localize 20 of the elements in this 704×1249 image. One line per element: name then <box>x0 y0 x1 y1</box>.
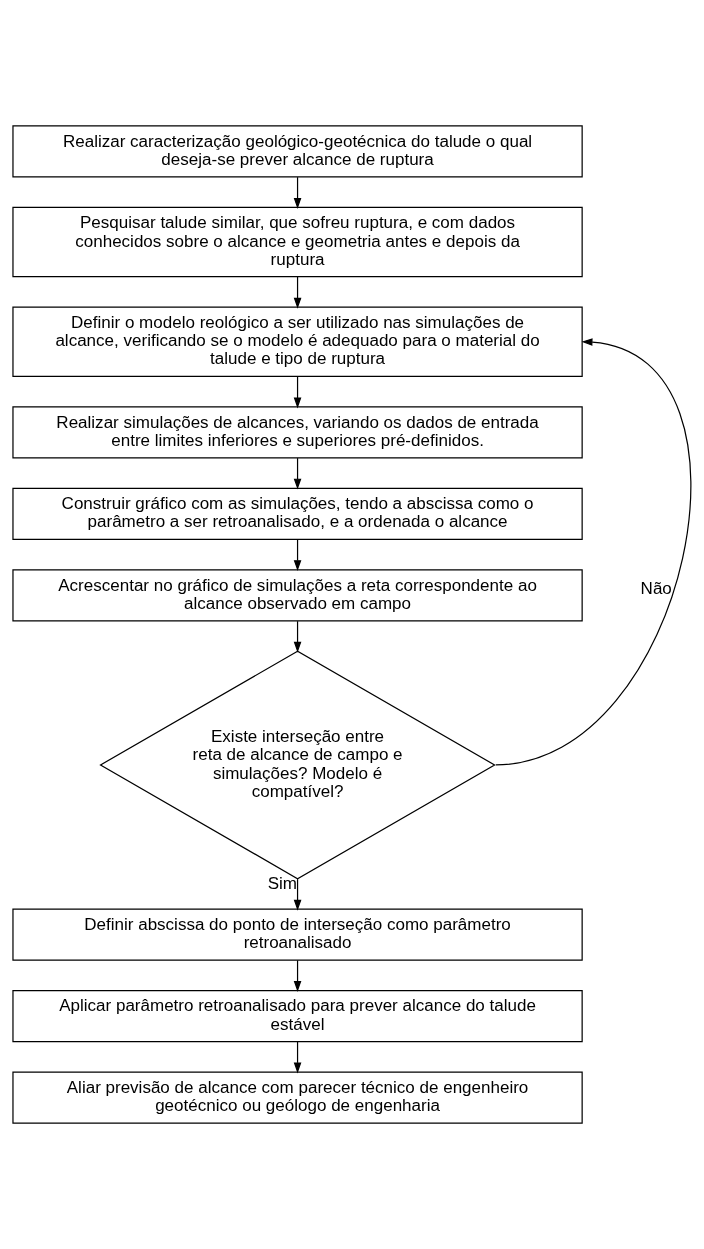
node-box: Definir o modelo reológico a ser utilizado nas simulações de alcance, verificando se o modelo é adequado para o material do talude e tipo de ruptura <box>12 306 583 377</box>
node-box: Realizar caracterização geológico-geotécnica do talude o qual deseja-se prever alcance de ruptura <box>12 125 583 178</box>
edge-label: Não <box>640 578 672 598</box>
arrow <box>293 1041 302 1074</box>
node-box: Definir abscissa do ponto de interseção como parâmetro retroanalisado <box>12 908 583 961</box>
arrow <box>293 457 302 490</box>
arrow <box>293 176 302 209</box>
arrow <box>293 539 302 572</box>
arrow <box>293 276 302 309</box>
arrow <box>293 620 302 653</box>
node-box: Acrescentar no gráfico de simulações a reta correspondente ao alcance observado em campo <box>12 569 583 622</box>
arrow <box>293 959 302 992</box>
arrow <box>293 878 302 911</box>
node-box: Aliar previsão de alcance com parecer técnico de engenheiro geotécnico ou geólogo de engenharia <box>12 1071 583 1124</box>
node-box: Pesquisar talude similar, que sofreu ruptura, e com dados conhecidos sobre o alcance e geometria antes e depois da ruptura <box>12 206 583 278</box>
node-box: Construir gráfico com as simulações, tendo a abscissa como o parâmetro a ser retroanalisado, e a ordenada o alcance <box>12 487 583 540</box>
arrow <box>293 376 302 409</box>
node-box: Realizar simulações de alcances, variando os dados de entrada entre limites inferiores e superiores pré-definidos. <box>12 406 583 459</box>
node-box: Aplicar parâmetro retroanalisado para prever alcance do talude estável <box>12 989 583 1043</box>
arrow <box>495 338 691 766</box>
